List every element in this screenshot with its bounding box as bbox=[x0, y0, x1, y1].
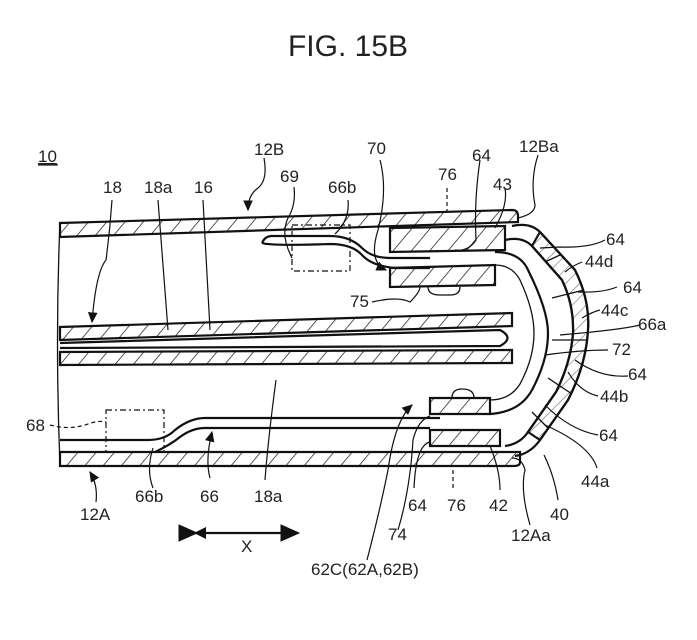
figure-title: FIG. 15B bbox=[288, 30, 408, 63]
label-44a: 44a bbox=[581, 472, 610, 491]
label-18a-top: 18a bbox=[144, 178, 173, 197]
leader-74 bbox=[397, 415, 431, 531]
label-12Ba: 12Ba bbox=[519, 137, 559, 156]
label-12Aa: 12Aa bbox=[511, 526, 551, 545]
assembly-ref-10: 10 bbox=[38, 147, 57, 166]
label-44b: 44b bbox=[600, 387, 628, 406]
leader-66b-top bbox=[334, 199, 349, 235]
axis-x-label: X bbox=[241, 537, 252, 556]
label-75: 75 bbox=[350, 292, 369, 311]
label-68: 68 bbox=[26, 416, 45, 435]
leader-66 bbox=[205, 430, 215, 479]
leader-12Aa bbox=[511, 457, 531, 526]
leader-64-bot bbox=[413, 441, 431, 489]
leader-69 bbox=[284, 186, 295, 259]
label-12A: 12A bbox=[80, 505, 111, 524]
bump-74 bbox=[451, 388, 475, 399]
label-42: 42 bbox=[489, 496, 508, 515]
label-74: 74 bbox=[388, 525, 407, 544]
label-66: 66 bbox=[200, 487, 219, 506]
leader-12B bbox=[243, 157, 266, 212]
upper-housing-12B bbox=[58, 208, 520, 239]
flex-board-66-lower-b bbox=[154, 426, 430, 453]
leader-42 bbox=[489, 445, 501, 491]
block-42 bbox=[428, 428, 502, 448]
leader-44a bbox=[544, 424, 598, 469]
leader-40 bbox=[543, 454, 559, 501]
probe-18-upper bbox=[58, 311, 514, 342]
block-74 bbox=[428, 396, 492, 416]
label-62C: 62C(62A,62B) bbox=[311, 560, 419, 579]
label-76-top: 76 bbox=[438, 165, 457, 184]
inner-board-curve-b bbox=[489, 264, 535, 401]
inner-board-curve bbox=[489, 250, 550, 416]
segment-divider bbox=[547, 377, 573, 395]
leader-12Ba bbox=[517, 154, 539, 219]
label-66b-bot: 66b bbox=[135, 487, 163, 506]
flex-board-66-upper bbox=[260, 234, 430, 260]
cut-line bbox=[56, 221, 61, 467]
leader-44c bbox=[581, 309, 601, 319]
label-18a-bot: 18a bbox=[254, 487, 283, 506]
label-44d: 44d bbox=[585, 252, 613, 271]
flex-board-66-lower bbox=[60, 416, 440, 442]
label-64-r3: 64 bbox=[628, 365, 647, 384]
label-64-r4: 64 bbox=[599, 426, 618, 445]
leader-66b-bot bbox=[148, 447, 154, 489]
tip-segments bbox=[526, 230, 590, 442]
leader-68 bbox=[49, 420, 107, 429]
leader-43 bbox=[494, 187, 507, 229]
label-76-bot: 76 bbox=[447, 496, 466, 515]
label-64-bot: 64 bbox=[408, 496, 427, 515]
label-72: 72 bbox=[612, 340, 631, 359]
leader-64-r1 bbox=[539, 239, 606, 249]
label-40: 40 bbox=[550, 505, 569, 524]
label-66b-top: 66b bbox=[328, 178, 356, 197]
label-44c: 44c bbox=[601, 301, 629, 320]
label-64-top: 64 bbox=[472, 146, 491, 165]
label-12B: 12B bbox=[254, 140, 284, 159]
leader-18a-top bbox=[157, 199, 169, 331]
label-18: 18 bbox=[103, 178, 122, 197]
leader-64-r2 bbox=[577, 286, 618, 293]
label-16: 16 bbox=[194, 178, 213, 197]
leader-16 bbox=[202, 199, 211, 331]
probe-inner-u bbox=[59, 328, 509, 350]
lower-housing-12A bbox=[58, 450, 522, 468]
label-43: 43 bbox=[493, 175, 512, 194]
label-70: 70 bbox=[367, 139, 386, 158]
leader-70 bbox=[373, 159, 388, 271]
label-64-r1: 64 bbox=[606, 230, 625, 249]
leader-72 bbox=[544, 349, 609, 356]
leader-18a-bot bbox=[264, 379, 277, 481]
block-75 bbox=[388, 263, 497, 289]
block-43 bbox=[388, 224, 507, 254]
leader-66a bbox=[559, 324, 641, 336]
leader-18 bbox=[87, 199, 113, 324]
component-68-box bbox=[105, 409, 165, 453]
segment-divider bbox=[551, 289, 585, 299]
x-arrow-head-left bbox=[194, 527, 206, 539]
leader-12A bbox=[89, 470, 100, 503]
leader-44b bbox=[567, 371, 599, 397]
leader-64-r3 bbox=[574, 359, 629, 377]
leader-75 bbox=[371, 286, 421, 303]
probe-18-lower bbox=[58, 348, 514, 367]
label-69: 69 bbox=[280, 167, 299, 186]
leader-44d bbox=[564, 261, 583, 273]
leader-64-r4 bbox=[544, 404, 599, 436]
leader-62C bbox=[366, 404, 413, 561]
leader-64-top bbox=[454, 159, 481, 251]
bump-75 bbox=[427, 286, 461, 296]
label-66a: 66a bbox=[638, 315, 667, 334]
component-69-box bbox=[291, 224, 351, 272]
label-64-r2: 64 bbox=[623, 278, 642, 297]
segment-divider bbox=[544, 254, 561, 263]
